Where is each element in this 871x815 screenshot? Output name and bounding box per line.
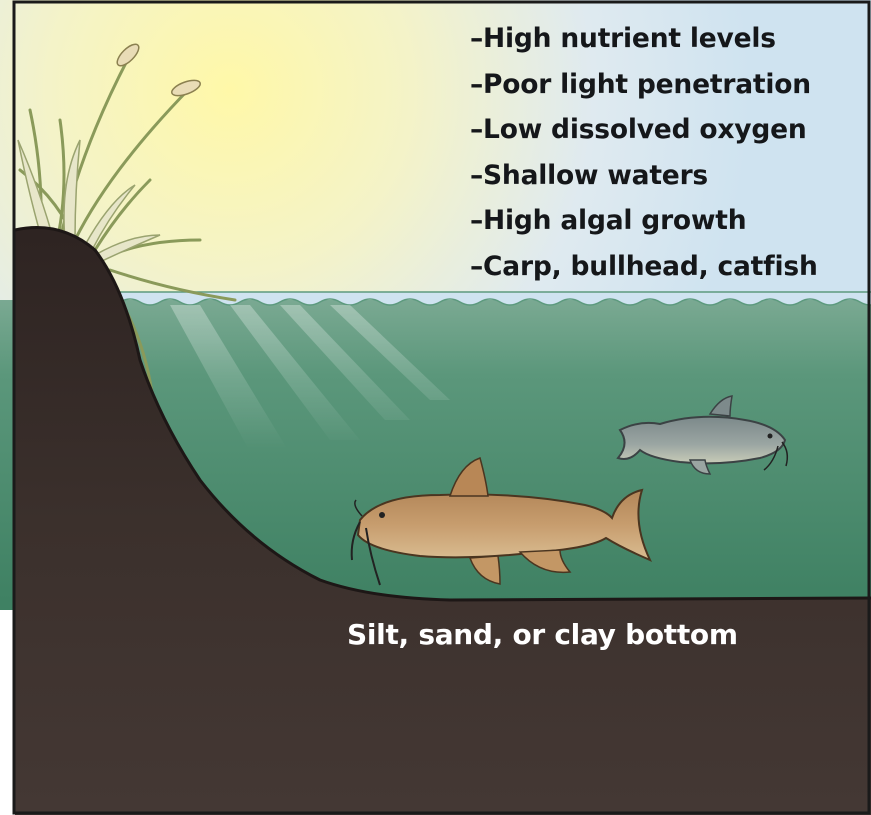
- trait-algae: –High algal growth: [470, 198, 818, 244]
- trait-light: –Poor light penetration: [470, 62, 818, 108]
- trait-depth: –Shallow waters: [470, 153, 818, 199]
- trait-nutrients: –High nutrient levels: [470, 16, 818, 62]
- bottom-label: Silt, sand, or clay bottom: [347, 618, 738, 651]
- trait-oxygen: –Low dissolved oxygen: [470, 107, 818, 153]
- trait-fish: –Carp, bullhead, catfish: [470, 244, 818, 290]
- lake-traits-list: –High nutrient levels –Poor light penetr…: [470, 16, 818, 290]
